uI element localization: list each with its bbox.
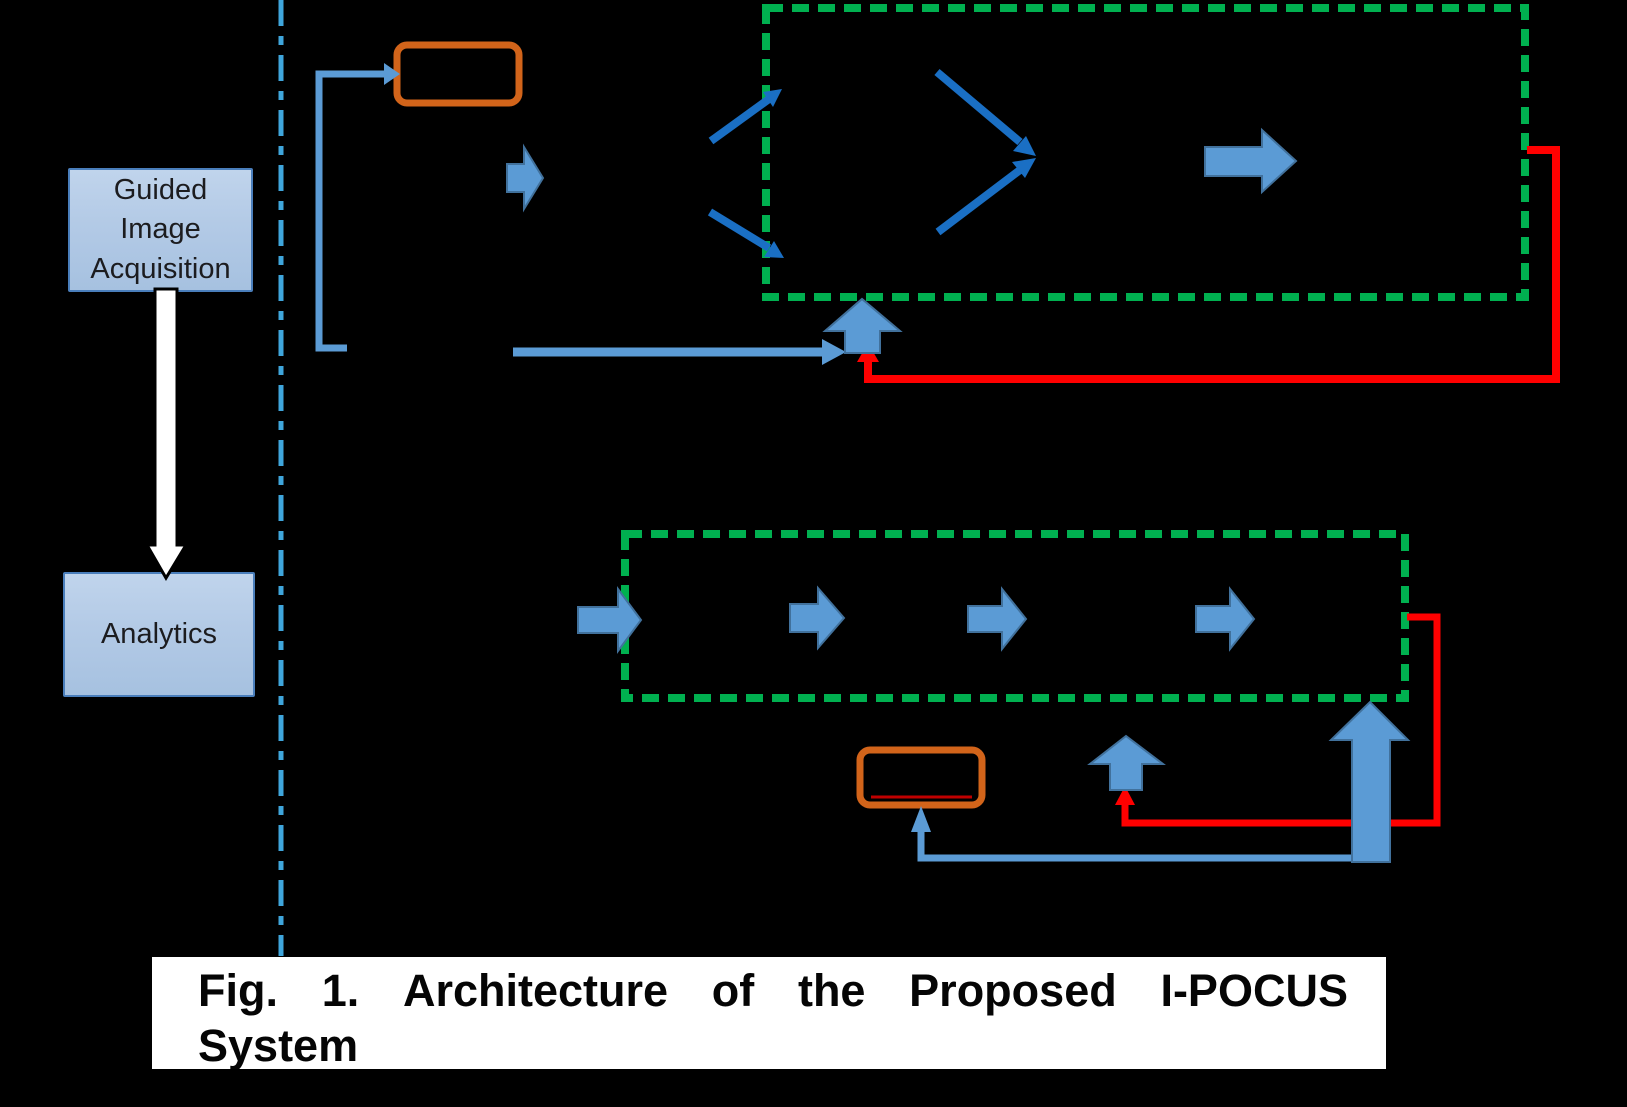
bottom-blue-elbow-arrowhead (911, 806, 931, 832)
figure-caption-line1: Fig. 1. Architecture of the Proposed I-P… (198, 963, 1348, 1018)
bottom-green-dashed-container (621, 530, 1409, 702)
guided-image-acquisition-label: Guided Image Acquisition (90, 174, 231, 285)
figure-caption-bar: Fig. 1. Architecture of the Proposed I-P… (152, 957, 1386, 1069)
analytics-label: Analytics (100, 617, 218, 650)
caption-word: Architecture (402, 965, 669, 1016)
chevron-lower-arrowhead (1012, 158, 1036, 178)
caption-word: Proposed (909, 965, 1117, 1016)
chevron-upper-arrow-line (934, 68, 1023, 146)
block-arrow-right-pipeline-1 (577, 585, 643, 655)
top-red-feedback-arrowhead (857, 343, 879, 362)
top-green-dashed-container (762, 4, 1529, 301)
bottom-orange-outline-box (856, 746, 986, 809)
diagonal-up-arrow-line (708, 95, 772, 145)
block-arrow-right-pipeline-4 (1195, 586, 1256, 652)
chevron-lower-arrow-line (935, 166, 1023, 236)
caption-word: the (797, 965, 866, 1016)
block-arrow-up-into-top-container (822, 297, 903, 354)
caption-word: Fig. (198, 965, 278, 1016)
top-red-feedback-path (864, 146, 1560, 383)
caption-word: of (711, 965, 755, 1016)
caption-word: I-POCUS (1160, 965, 1348, 1016)
block-arrow-up-big-bottom (1328, 700, 1411, 863)
figure-caption-line2: System (198, 1020, 359, 1069)
diagonal-down-arrow-line (707, 208, 772, 252)
bottom-blue-elbow-connector (917, 831, 1371, 862)
diagonal-up-arrowhead (763, 89, 782, 107)
caption-word: 1. (321, 965, 360, 1016)
chevron-upper-arrowhead (1013, 136, 1036, 156)
top-left-elbow-connector-arrowhead (384, 63, 400, 85)
block-arrow-right-inside-top-container (1204, 127, 1298, 195)
bottom-red-feedback-path (1121, 613, 1441, 827)
block-arrow-right-top-small (506, 143, 545, 213)
top-left-elbow-connector (315, 70, 386, 352)
diagonal-down-arrowhead (764, 241, 784, 258)
block-arrow-up-small-bottom (1087, 734, 1166, 791)
block-arrow-right-pipeline-2 (789, 585, 846, 651)
analytics-box: Analytics (63, 572, 255, 697)
horizontal-connector-arrowhead (822, 339, 846, 365)
bottom-red-feedback-arrowhead (1115, 786, 1135, 805)
guided-image-acquisition-box: Guided Image Acquisition (68, 168, 253, 292)
top-orange-outline-box (393, 41, 523, 107)
white-down-arrow (144, 287, 189, 581)
block-arrow-right-pipeline-3 (967, 586, 1028, 652)
